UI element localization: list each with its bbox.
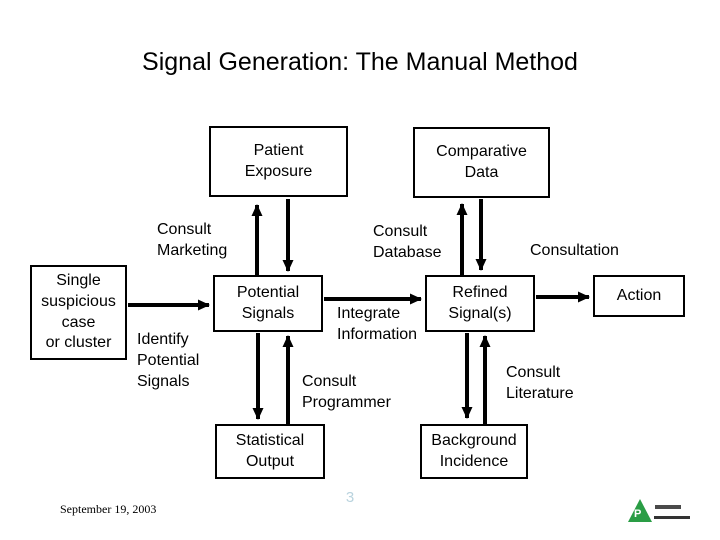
label-consult-literature: Consult Literature bbox=[506, 364, 574, 402]
box-potential-signals: Potential Signals bbox=[213, 275, 323, 332]
company-logo: P bbox=[628, 499, 698, 527]
label-consult-marketing: Consult Marketing bbox=[157, 221, 228, 259]
box-comparative-data: Comparative Data bbox=[413, 127, 550, 198]
label-identify-potential-signals: Identify Potential Signals bbox=[137, 331, 200, 390]
footer-date: September 19, 2003 bbox=[60, 502, 157, 516]
box-patient-exposure: Patient Exposure bbox=[209, 126, 348, 197]
label-integrate-information: Integrate Information bbox=[337, 305, 418, 343]
logo-tagline-line1 bbox=[655, 505, 681, 509]
box-single-suspicious-case: Single suspicious case or cluster bbox=[30, 265, 127, 360]
label-consult-programmer: Consult Programmer bbox=[302, 373, 391, 411]
logo-letter: P bbox=[634, 508, 642, 520]
box-refined-signals: Refined Signal(s) bbox=[425, 275, 535, 332]
box-action: Action bbox=[593, 275, 685, 317]
label-consult-database: Consult Database bbox=[373, 223, 442, 261]
page-number: 3 bbox=[345, 489, 355, 506]
label-consultation: Consultation bbox=[530, 242, 619, 259]
slide-title: Signal Generation: The Manual Method bbox=[142, 48, 578, 76]
box-background-incidence: Background Incidence bbox=[420, 424, 528, 479]
logo-tagline-line2 bbox=[654, 516, 690, 519]
box-statistical-output: Statistical Output bbox=[215, 424, 325, 479]
logo-triangle-icon bbox=[628, 499, 652, 522]
